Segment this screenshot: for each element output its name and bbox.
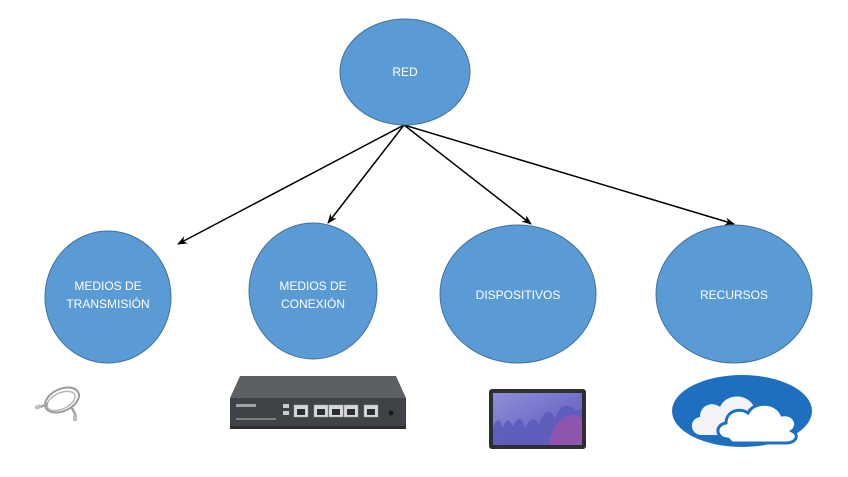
- node-medios-transmision[interactable]: MEDIOS DE TRANSMISIÓN: [44, 230, 172, 364]
- node-medios-transmision-label-line-2: TRANSMISIÓN: [66, 296, 149, 311]
- edges: [177, 124, 735, 245]
- edge-red-to-recursos: [403, 124, 735, 226]
- node-medios-conexion-shape: [248, 222, 378, 360]
- edge-red-to-medios-conexion: [327, 124, 405, 224]
- node-recursos-label: RECURSOS: [700, 288, 768, 302]
- node-dispositivos[interactable]: DISPOSITIVOS: [439, 224, 597, 364]
- router-switch-icon: [230, 376, 406, 429]
- node-medios-conexion-label-line-1: MEDIOS DE: [279, 279, 346, 293]
- node-dispositivos-shape: [439, 224, 597, 364]
- node-red-label: RED: [392, 65, 418, 79]
- edge-red-to-dispositivos: [403, 124, 532, 225]
- node-recursos[interactable]: RECURSOS: [655, 224, 813, 364]
- node-red[interactable]: RED: [339, 18, 471, 126]
- node-recursos-shape: [655, 224, 813, 364]
- node-medios-transmision-label-line-1: MEDIOS DE: [74, 279, 141, 293]
- node-medios-conexion-label-line-2: CONEXIÓN: [281, 296, 345, 311]
- network-cable-icon: [34, 386, 80, 421]
- node-dispositivos-label: DISPOSITIVOS: [476, 288, 561, 302]
- node-medios-conexion[interactable]: MEDIOS DE CONEXIÓN: [248, 222, 378, 360]
- node-medios-transmision-shape: [44, 230, 172, 364]
- edge-red-to-medios-transmision: [177, 124, 405, 245]
- cloud-icon: [672, 375, 812, 447]
- node-red-shape: [339, 18, 471, 126]
- tablet-icon: [489, 389, 586, 449]
